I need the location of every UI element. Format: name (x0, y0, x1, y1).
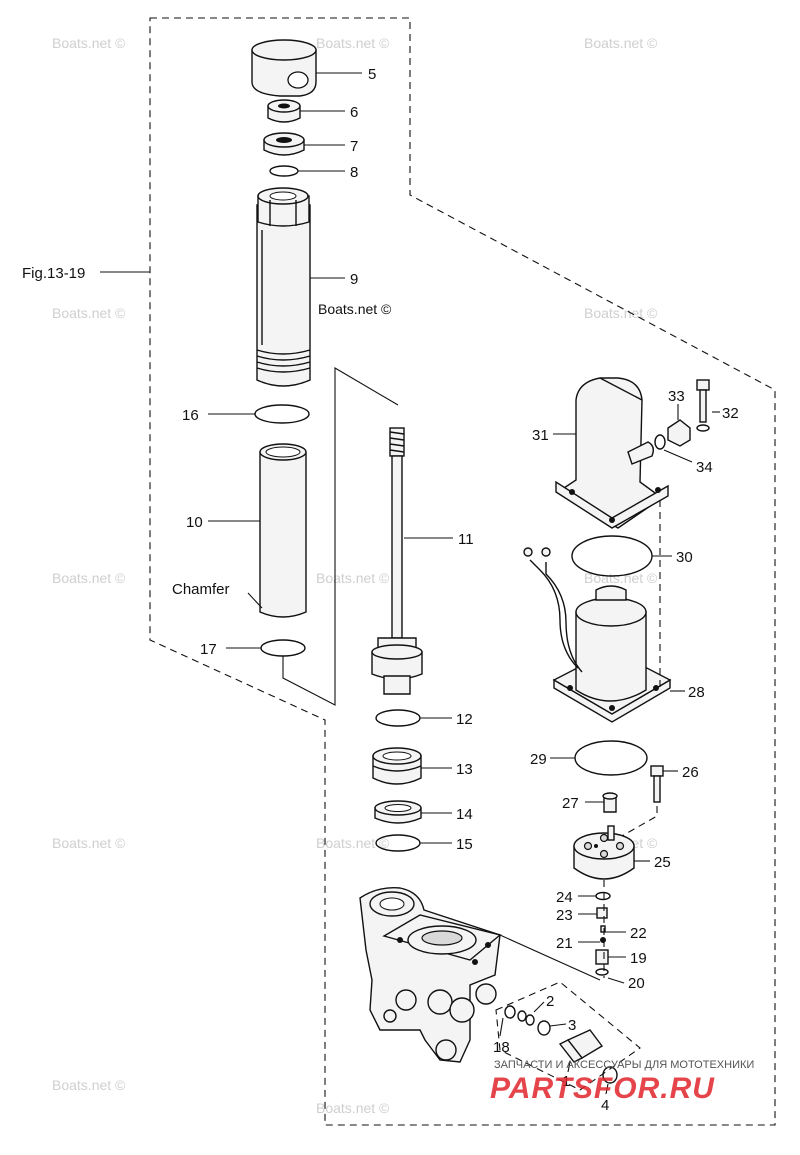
callout-27: 27 (562, 795, 579, 812)
callout-18: 18 (493, 1039, 510, 1056)
watermark: Boats.net © (52, 305, 126, 321)
callout-2: 2 (546, 993, 554, 1010)
callout-20: 20 (628, 975, 645, 992)
callout-30: 30 (676, 549, 693, 566)
part-25-pump (573, 825, 650, 880)
callout-19: 19 (630, 950, 647, 967)
partsfor-ad: ЗАПЧАСТИ И АКСЕССУАРЫ ДЛЯ МОТОТЕХНИКИ PA… (490, 1059, 754, 1105)
callout-31: 31 (532, 427, 549, 444)
part-6-nut (267, 99, 345, 123)
chamfer-label: Chamfer (172, 581, 230, 598)
manifold-body (359, 887, 601, 1063)
callout-8: 8 (350, 164, 358, 181)
inline-watermark: Boats.net © (318, 301, 392, 317)
callout-5: 5 (368, 66, 376, 83)
part-9-cylinder (256, 187, 345, 387)
callout-4: 4 (601, 1097, 609, 1114)
part-2-o-rings (517, 1001, 545, 1026)
part-23-valve (578, 907, 608, 919)
callout-6: 6 (350, 104, 358, 121)
valve-group-outline (495, 981, 641, 1091)
part-3-ring (537, 1020, 567, 1036)
callout-22: 22 (630, 925, 647, 942)
part-16-o-ring (208, 404, 310, 424)
watermark: Boats.net © (584, 35, 658, 51)
watermark: Boats.net © (584, 305, 658, 321)
part-10-inner-tube (208, 443, 307, 618)
part-26-bolt (621, 765, 678, 837)
watermark: Boats.net © (52, 570, 126, 586)
part-8-o-ring (269, 165, 345, 177)
ad-logo: PARTSFOR.RU (490, 1072, 715, 1105)
watermark: Boats.net © (52, 835, 126, 851)
part-29-o-ring (550, 740, 648, 776)
part-31-motor-cover (553, 377, 669, 529)
part-17-o-ring (226, 639, 306, 657)
watermark-layer: Boats.net © Boats.net © Boats.net © Boat… (52, 35, 658, 1116)
part-5-cap (251, 39, 362, 97)
callout-29: 29 (530, 751, 547, 768)
assembly-boundary (149, 17, 776, 1126)
part-14-bushing (374, 800, 452, 824)
callout-15: 15 (456, 836, 473, 853)
callout-33: 33 (668, 388, 685, 405)
watermark: Boats.net © (584, 570, 658, 586)
part-24-ring (578, 891, 611, 901)
part-30-o-ring (571, 535, 672, 577)
figure-ref-label: Fig.13-19 (22, 265, 85, 282)
watermark: Boats.net © (52, 35, 126, 51)
part-20-ring (595, 968, 625, 984)
callout-16: 16 (182, 407, 199, 424)
callout-1: 1 (562, 1073, 570, 1090)
callout-labels: 5 6 7 8 9 16 10 17 11 12 13 14 15 31 33 … (182, 66, 739, 1114)
callout-9: 9 (350, 271, 358, 288)
part-1-valve (558, 1029, 604, 1073)
part-32-bolt (696, 379, 720, 432)
part-11-piston-rod (371, 427, 453, 695)
callout-26: 26 (682, 764, 699, 781)
callout-34: 34 (696, 459, 713, 476)
part-15-o-ring (375, 834, 452, 852)
watermark: Boats.net © (316, 835, 390, 851)
watermark: Boats.net © (52, 1077, 126, 1093)
part-12-o-ring (375, 709, 452, 727)
callout-11: 11 (458, 531, 474, 548)
part-19-screw (595, 949, 626, 965)
callout-21: 21 (556, 935, 573, 952)
callout-32: 32 (722, 405, 739, 422)
ad-caption: ЗАПЧАСТИ И АКСЕССУАРЫ ДЛЯ МОТОТЕХНИКИ (494, 1059, 754, 1071)
watermark: Boats.net © (316, 35, 390, 51)
part-4-ring (602, 1066, 618, 1095)
part-18-o-ring (499, 1005, 516, 1037)
part-22-pin (600, 925, 626, 933)
callout-28: 28 (688, 684, 705, 701)
part-27-plug (585, 792, 618, 813)
callout-3: 3 (568, 1017, 576, 1034)
watermark: Boats.net © (316, 1100, 390, 1116)
callout-23: 23 (556, 907, 573, 924)
callout-7: 7 (350, 138, 358, 155)
part-7-seal (263, 132, 345, 156)
callout-17: 17 (200, 641, 217, 658)
callout-24: 24 (556, 889, 573, 906)
callout-13: 13 (456, 761, 473, 778)
part-21-ball (578, 937, 606, 943)
callout-10: 10 (186, 514, 203, 531)
part-34-o-ring (654, 434, 693, 463)
watermark: Boats.net © (316, 570, 390, 586)
part-13-seal-housing (372, 747, 452, 785)
part-28-motor (523, 500, 685, 723)
callout-25: 25 (654, 854, 671, 871)
callout-12: 12 (456, 711, 473, 728)
part-33-plug (667, 404, 691, 447)
callout-14: 14 (456, 806, 473, 823)
assembly-guide-line (282, 367, 399, 706)
